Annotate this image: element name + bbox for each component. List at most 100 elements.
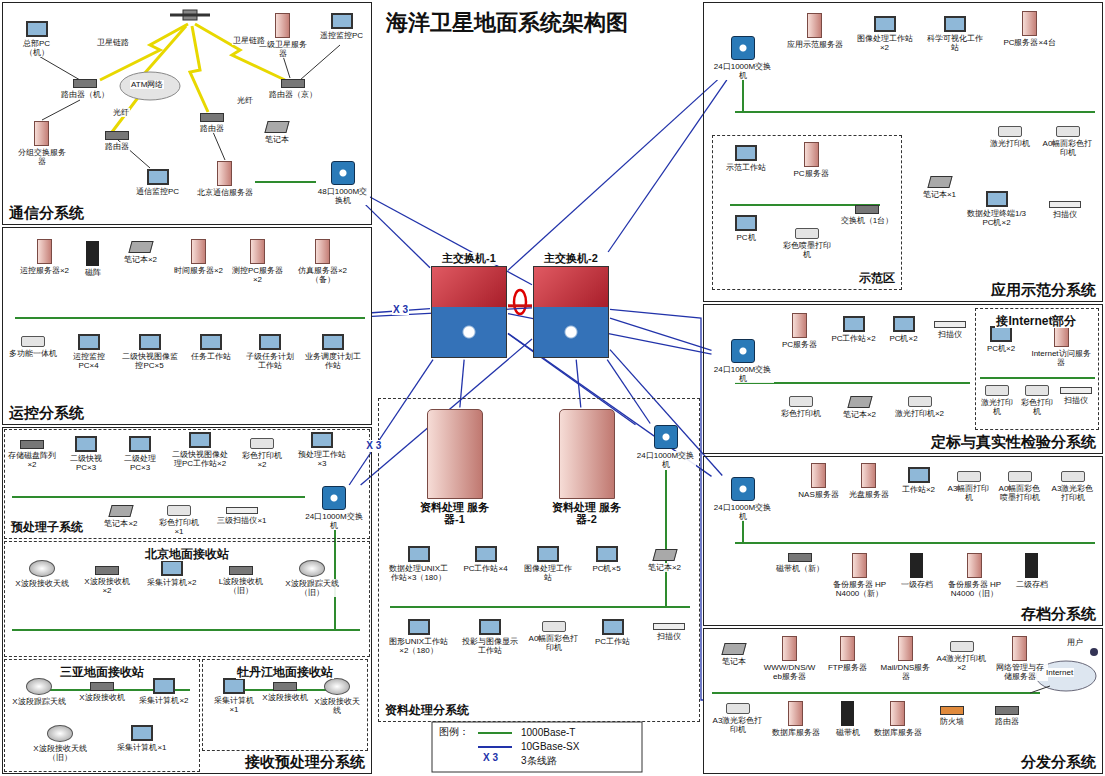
text-holder: 卫星链路	[96, 38, 130, 47]
pc-icon	[596, 546, 618, 562]
printer: A3幅面打印机	[945, 470, 993, 502]
device-label: 光盘服务器	[848, 490, 890, 499]
device-label: 图像处理工作站	[520, 564, 576, 582]
workstation: 二级快视图像处理PC工作站×2	[169, 431, 231, 468]
workstation: 任务工作站	[184, 333, 238, 361]
core-switch: 主交换机-2	[532, 252, 610, 360]
device-label: X波段接收机×2	[79, 577, 135, 595]
box-icon	[105, 131, 129, 140]
server: 二级卫星服务器	[255, 12, 311, 58]
scanner: 扫描仪	[644, 622, 694, 641]
lan-switch: 24口1000M交换机	[712, 338, 774, 383]
switch-chassis	[534, 307, 608, 357]
srv-icon	[861, 463, 876, 488]
antenna-dish: X波段跟踪天线（旧）	[281, 559, 343, 597]
device-label: PC机×2	[888, 334, 918, 343]
dish-icon	[324, 678, 350, 695]
device-label: 子级任务计划工作站	[242, 352, 298, 370]
text-holder: 图例：	[438, 726, 470, 738]
device-label: 路由器	[199, 124, 225, 133]
subsystem-region: 接收预处理分系统预处理子系统24口1000M交换机存储磁盘阵列×2二级快视PC×…	[2, 427, 372, 774]
network-device: 存储磁盘阵列×2	[7, 439, 57, 469]
big-icon	[427, 409, 483, 499]
device-label: 预处理工作站×3	[293, 450, 351, 468]
device-label: X波段接收天线（旧）	[29, 744, 91, 762]
device-label: 运控监控PC×4	[62, 352, 116, 370]
tower-icon	[910, 553, 923, 578]
device-label: A3激光彩色打印机	[1048, 484, 1098, 502]
printer: A3激光彩色打印机	[1048, 470, 1098, 502]
network-link	[508, 80, 718, 270]
device-label: 扫描仪	[1063, 396, 1089, 405]
pc-icon	[26, 21, 48, 37]
device-label: NAS服务器	[797, 490, 839, 499]
printer: 彩色打印机×1	[154, 504, 204, 536]
workstation: 图形UNIX工作站×2（180）	[386, 618, 452, 655]
device-label: 时间服务器×2	[173, 266, 224, 275]
subsystem-region: 存档分系统24口1000M交换机NAS服务器光盘服务器工作站×2A3幅面打印机A…	[703, 456, 1103, 626]
network-link	[460, 360, 464, 408]
srv-icon	[792, 313, 807, 338]
workstation: PC工作站×2	[828, 315, 880, 343]
device-label: 彩色打印机×1	[154, 518, 204, 536]
device-label: 笔记本×2	[842, 410, 877, 419]
device-label: PC工作站	[594, 637, 631, 646]
printer: A4激光打印机×2	[936, 640, 988, 672]
antenna-dish: X波段接收天线	[311, 677, 363, 715]
device-label: PC机×5	[591, 564, 621, 573]
subsystem-region: 分发分系统笔记本WWW/DNS/Web服务器FTP服务器Mail/DNS服务器A…	[703, 628, 1103, 774]
device-label: PC机	[735, 233, 756, 242]
srv-icon	[1022, 11, 1037, 36]
pc-icon	[475, 546, 497, 562]
device-label: 笔记本×2	[103, 519, 138, 528]
device-label: 磁带机	[835, 728, 861, 737]
network-link	[610, 318, 712, 350]
legend-entry: 3条线路	[520, 755, 558, 767]
pc-icon	[331, 13, 353, 29]
srv-icon	[275, 13, 290, 38]
workstation: 投影与图像显示工作站	[460, 618, 520, 655]
pc-icon	[843, 316, 865, 332]
region-title: 三亚地面接收站	[59, 666, 145, 680]
server: NAS服务器	[795, 462, 843, 499]
printer: 激光打印机	[977, 384, 1017, 416]
workstation: PC工作站×4	[458, 545, 514, 573]
subsystem-region: 应用示范分系统示范区示范工作站PC服务器交换机（1台）PC机彩色喷墨打印机24口…	[703, 2, 1103, 302]
workstation: 示范工作站	[719, 144, 773, 172]
pc-icon	[129, 436, 151, 452]
pc-icon	[322, 334, 344, 350]
pc-icon	[874, 16, 896, 32]
switch-chassis	[432, 267, 506, 307]
device-label: 激光打印机	[977, 398, 1017, 416]
device-label: A3幅面打印机	[945, 484, 993, 502]
storage-array: 一级存档	[895, 552, 939, 589]
network-label: Internet	[1045, 668, 1074, 677]
region-title: 示范区	[858, 272, 896, 286]
pc-icon	[75, 436, 97, 452]
device-label: 路由器	[994, 717, 1020, 726]
network-device: 路由器（京）	[268, 78, 318, 99]
sw-icon	[654, 425, 678, 449]
network-link	[508, 304, 532, 307]
lan-switch: 48口1000M交换机	[316, 160, 370, 205]
pc-icon	[408, 619, 430, 635]
network-link	[366, 205, 430, 268]
pc-icon	[537, 546, 559, 562]
box-icon	[855, 205, 879, 214]
sw-icon	[322, 486, 346, 510]
srv-icon	[811, 463, 826, 488]
sw-icon	[331, 161, 355, 185]
server: 备份服务器 HP N4000（新）	[830, 552, 890, 598]
connectors	[349, 80, 727, 700]
text-holder: 光纤	[236, 96, 254, 105]
srv-icon	[890, 701, 905, 726]
lap-icon	[264, 121, 289, 133]
printer: A3激光彩色打印机	[712, 702, 764, 734]
region-title: 应用示范分系统	[990, 281, 1097, 298]
legend-box	[432, 722, 642, 772]
text-holder: 应用示范分系统	[990, 281, 1097, 298]
prt-icon	[985, 385, 1009, 396]
server: 备份服务器 HP N4000（旧）	[945, 552, 1005, 598]
workstation: 遥控监控PC	[318, 12, 366, 40]
sw-icon	[731, 36, 755, 60]
